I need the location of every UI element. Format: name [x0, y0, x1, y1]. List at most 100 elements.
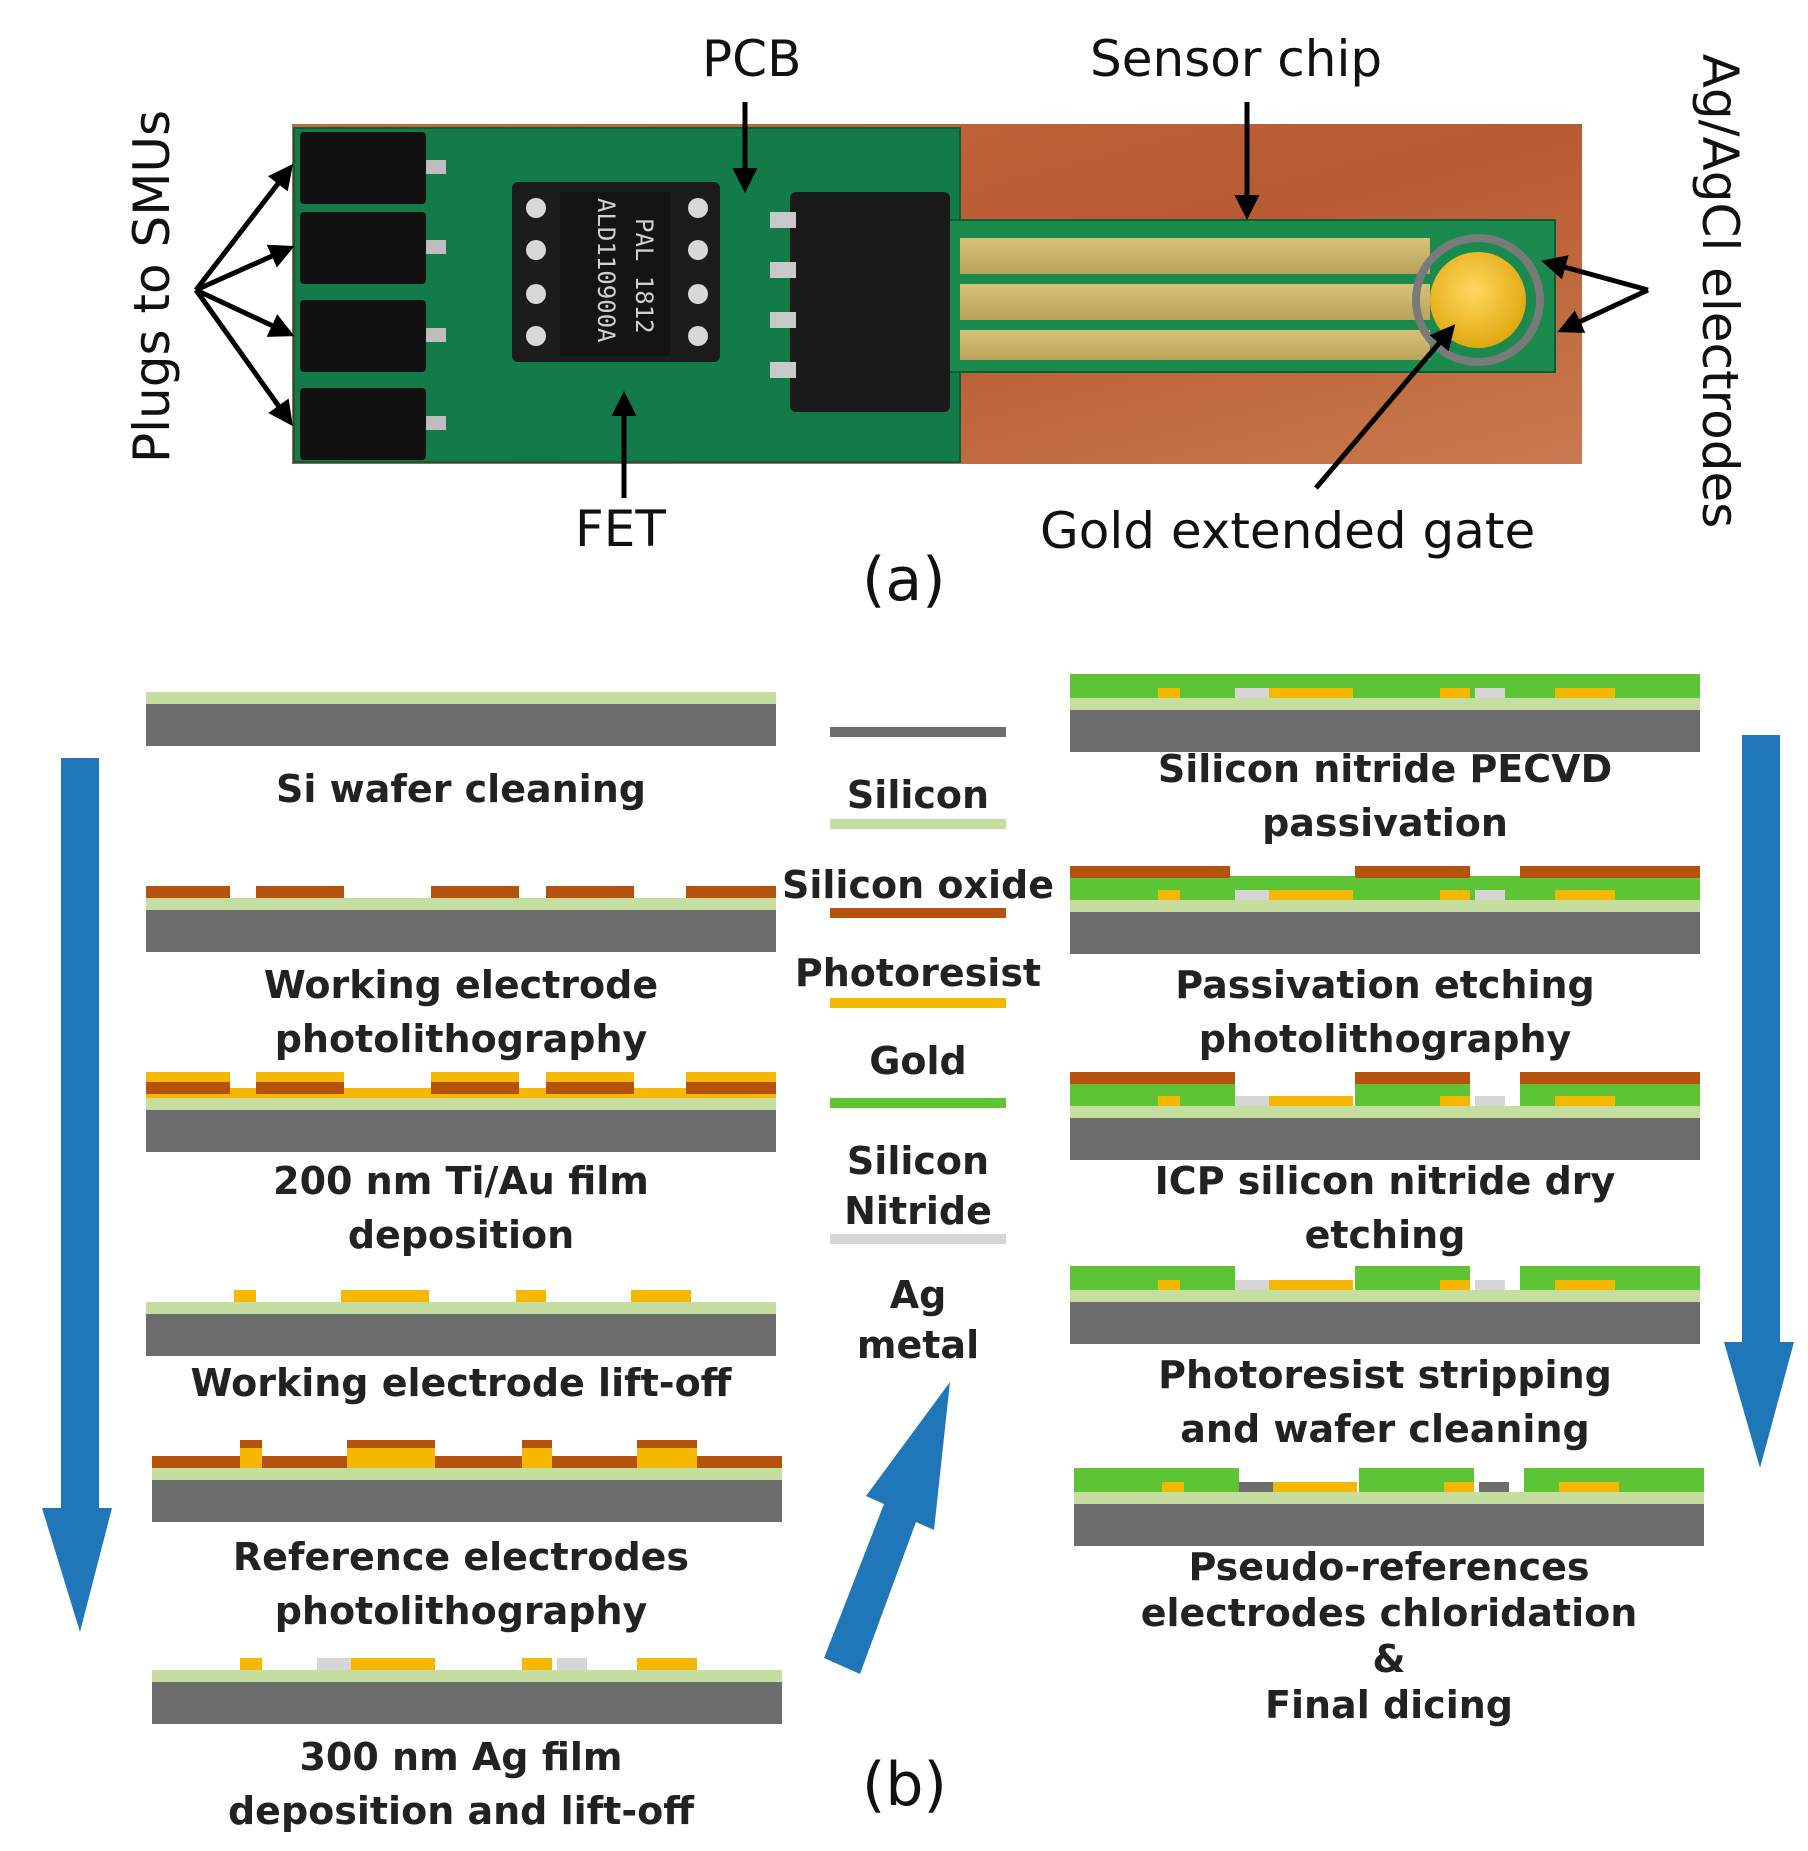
- gold-electrode: [1440, 890, 1470, 900]
- photoresist-block: [686, 886, 776, 898]
- legend-swatch-5: [830, 1098, 1006, 1108]
- gold-electrode: [1559, 1482, 1619, 1492]
- stack-photoresist-stripping: [1070, 1266, 1700, 1344]
- electrode-track-2: [960, 284, 1430, 320]
- photoresist-block: [546, 886, 634, 898]
- gold-electrode: [1440, 1096, 1470, 1106]
- legend-swatch-1: [830, 727, 1006, 737]
- gold-electrode: [1265, 688, 1353, 698]
- silicon-layer: [152, 1480, 782, 1522]
- right-step-3-line-2: etching: [1304, 1213, 1466, 1257]
- arrow-gold-gate: [1314, 324, 1456, 490]
- gold-electrode: [234, 1290, 256, 1302]
- left-step-2-line-2: photolithography: [274, 1017, 648, 1061]
- arrow-plug-2: [194, 244, 295, 293]
- left-step-2-line-1: Working electrode: [263, 963, 659, 1007]
- gold-on-photoresist: [686, 1072, 776, 1082]
- gold-electrode: [347, 1658, 435, 1670]
- legend-label-6-line-1: Ag: [889, 1273, 947, 1317]
- panel-caption-b: (b): [862, 1750, 947, 1820]
- left-step-2: Working electrode photolithography: [146, 958, 776, 1066]
- photoresist-cap: [240, 1440, 262, 1448]
- right-step-5-line-2: electrodes chloridation: [1140, 1591, 1638, 1635]
- gold-electrode: [1269, 1482, 1357, 1492]
- silicon-layer: [152, 1682, 782, 1724]
- gold-electrode: [1440, 688, 1470, 698]
- gold-electrode: [1555, 688, 1615, 698]
- right-step-3-line-1: ICP silicon nitride dry: [1154, 1159, 1616, 1203]
- silicon-layer: [1070, 1302, 1700, 1344]
- gold-electrode: [240, 1658, 262, 1670]
- right-step-5-line-3: &: [1372, 1637, 1406, 1681]
- oxide-layer: [1070, 1106, 1700, 1118]
- label-plugs-to-smus: Plugs to SMUs: [123, 109, 181, 463]
- left-step-3-line-2: deposition: [347, 1213, 575, 1257]
- gold-electrode: [631, 1290, 691, 1302]
- oxide-layer: [1070, 698, 1700, 710]
- gold-electrode: [347, 1448, 435, 1468]
- photoresist-block: [256, 1082, 344, 1094]
- smu-plugs: [300, 132, 446, 460]
- label-gold-extended-gate: Gold extended gate: [1040, 502, 1536, 560]
- right-step-5-line-4: Final dicing: [1265, 1683, 1513, 1727]
- nitride-block: [1074, 1468, 1239, 1492]
- gold-electrode: [1555, 890, 1615, 900]
- oxide-layer: [146, 692, 776, 704]
- gold-extended-gate: [1430, 252, 1526, 348]
- legend-label-4-line-1: Gold: [869, 1039, 967, 1083]
- ag-electrode: [1475, 1280, 1505, 1290]
- gold-electrode: [1158, 1280, 1180, 1290]
- stack-nitride-passivation: [1070, 674, 1700, 752]
- silicon-layer: [146, 1110, 776, 1152]
- gold-electrode: [1162, 1482, 1184, 1492]
- label-fet: FET: [575, 500, 666, 558]
- gold-electrode: [1265, 1280, 1353, 1290]
- legend-label-6-line-2: metal: [856, 1323, 980, 1367]
- gold-on-photoresist: [431, 1072, 519, 1082]
- ag-electrode: [1235, 890, 1269, 900]
- photoresist-block: [146, 886, 230, 898]
- gold-electrode: [1440, 1280, 1470, 1290]
- ag-electrode: [557, 1658, 587, 1670]
- panel-caption-a: (a): [862, 545, 946, 615]
- right-step-2-line-1: Passivation etching: [1175, 963, 1595, 1007]
- arrow-plug-4: [193, 288, 293, 427]
- flow-arrow-right-down: [1724, 735, 1794, 1468]
- gold-electrode: [1158, 1096, 1180, 1106]
- silicon-layer: [146, 910, 776, 952]
- left-step-5-line-1: Reference electrodes: [232, 1535, 690, 1579]
- oxide-layer: [146, 898, 776, 910]
- annotation-arrows: [193, 102, 1650, 498]
- photoresist-cap: [347, 1440, 435, 1448]
- legend-label-5-line-2: Nitride: [844, 1189, 992, 1233]
- silicon-layer: [146, 704, 776, 746]
- legend-label-2: Silicon oxide: [780, 860, 1056, 910]
- photoresist-block: [431, 886, 519, 898]
- photo-device: ALD110900A PAL 1812: [292, 124, 1582, 464]
- legend-swatch-6: [830, 1234, 1006, 1244]
- gold-on-photoresist: [256, 1072, 344, 1082]
- gold-electrode: [1555, 1280, 1615, 1290]
- left-step-6-line-1: 300 nm Ag film: [299, 1735, 623, 1779]
- electrode-track-1: [960, 238, 1430, 274]
- left-step-1-line-1: Si wafer cleaning: [276, 767, 646, 811]
- left-step-3-line-1: 200 nm Ti/Au film: [273, 1159, 649, 1203]
- legend-label-1-line-1: Silicon: [846, 773, 990, 817]
- left-step-4: Working electrode lift-off: [146, 1356, 776, 1410]
- legend-label-3: Photoresist: [780, 948, 1056, 998]
- photoresist-block: [431, 1082, 519, 1094]
- gold-electrode: [1444, 1482, 1474, 1492]
- photoresist-block: [1355, 866, 1470, 878]
- stack-icp-etching: [1070, 1072, 1700, 1160]
- right-step-5-line-1: Pseudo-references: [1188, 1545, 1590, 1589]
- label-pcb: PCB: [702, 30, 802, 88]
- stack-working-electrode-photolithography: [146, 886, 776, 952]
- stack-reference-photolithography: [152, 1440, 782, 1522]
- legend-label-2-line-1: Silicon oxide: [782, 863, 1054, 907]
- gold-electrode: [1265, 1096, 1353, 1106]
- right-step-1-line-1: Silicon nitride PECVD: [1157, 747, 1613, 791]
